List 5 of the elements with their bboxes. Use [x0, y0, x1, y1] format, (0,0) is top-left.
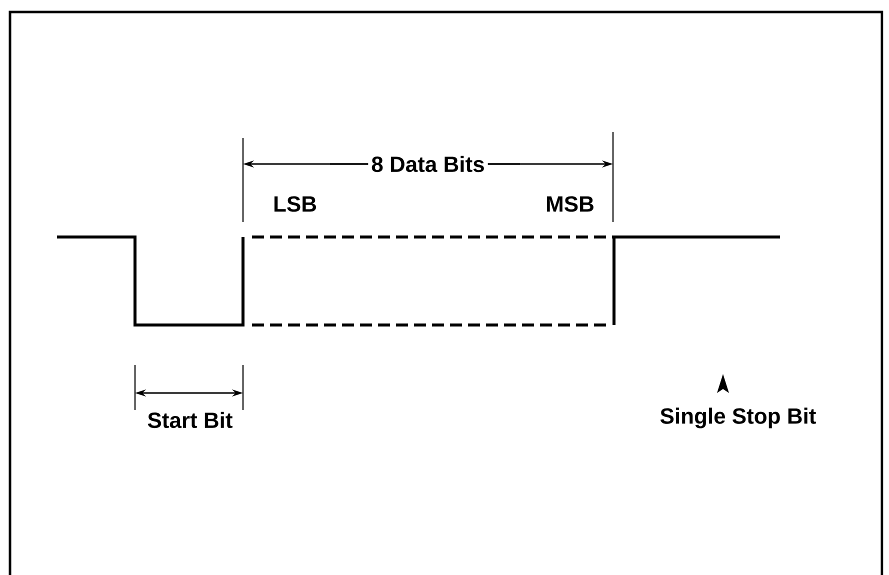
dimension-label: Start Bit	[148, 412, 232, 428]
dimension-label: Single Stop Bit	[660, 408, 816, 428]
dimension-label: 8 Data Bits	[368, 152, 488, 176]
bit-label: MSB	[547, 196, 594, 212]
bit-label: LSB	[274, 196, 316, 212]
